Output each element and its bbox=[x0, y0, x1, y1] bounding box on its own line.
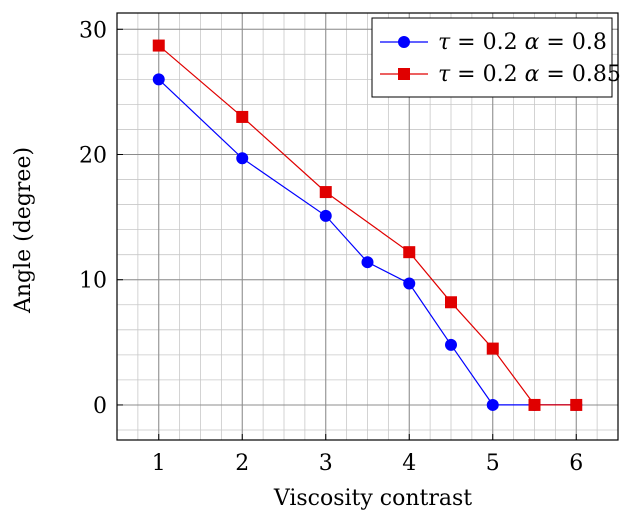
series-1-point bbox=[486, 398, 499, 411]
series-2-point bbox=[152, 39, 165, 52]
legend-eq-2a: = 0.2 bbox=[450, 62, 524, 87]
legend-tau-2: τ bbox=[438, 62, 451, 87]
series-1-point bbox=[319, 209, 332, 222]
series-2-point bbox=[570, 398, 583, 411]
series-2-point bbox=[403, 246, 416, 259]
x-tick-label: 5 bbox=[486, 451, 500, 476]
grid bbox=[116, 13, 619, 440]
legend-alpha-1: α bbox=[525, 30, 540, 55]
legend-eq-2b: = 0.85 bbox=[539, 62, 620, 87]
x-tick-label: 6 bbox=[569, 451, 583, 476]
legend-label-series-1: τ = 0.2 α = 0.8 bbox=[438, 30, 607, 55]
series-1-point bbox=[236, 152, 249, 165]
series-2-point bbox=[445, 296, 457, 309]
legend-eq-1b: = 0.8 bbox=[539, 30, 606, 55]
legend-marker-series-1 bbox=[398, 36, 410, 48]
x-tick-label: 1 bbox=[152, 451, 166, 476]
y-tick-label: 10 bbox=[79, 269, 107, 294]
legend-tau-1: τ bbox=[438, 30, 451, 55]
legend: τ = 0.2 α = 0.8 τ = 0.2 α = 0.85 bbox=[371, 17, 621, 98]
y-axis-label: Angle (degree) bbox=[11, 147, 36, 314]
series-2-point bbox=[236, 110, 249, 123]
x-tick-label: 2 bbox=[235, 451, 249, 476]
series-2-line bbox=[158, 45, 577, 406]
series-1-point bbox=[361, 256, 374, 269]
axis-ticks: 1 2 3 4 5 6 0 10 20 30 bbox=[79, 18, 583, 476]
series-2-point bbox=[319, 186, 332, 199]
series-2-point bbox=[486, 342, 499, 355]
x-tick-label: 4 bbox=[402, 451, 416, 476]
legend-box bbox=[371, 17, 613, 98]
legend-alpha-2: α bbox=[525, 62, 540, 87]
series-1-point bbox=[152, 73, 165, 86]
plot-frame bbox=[116, 12, 619, 441]
x-tick-label: 3 bbox=[319, 451, 333, 476]
legend-label-series-2: τ = 0.2 α = 0.85 bbox=[438, 62, 621, 87]
legend-eq-1a: = 0.2 bbox=[450, 30, 524, 55]
y-tick-label: 20 bbox=[79, 143, 107, 168]
x-axis-label: Viscosity contrast bbox=[273, 486, 472, 511]
series bbox=[152, 39, 583, 411]
series-2-point bbox=[528, 398, 541, 411]
legend-marker-series-2 bbox=[398, 68, 410, 80]
series-1-point bbox=[445, 338, 457, 351]
y-tick-label: 30 bbox=[79, 18, 107, 43]
series-1-point bbox=[403, 277, 416, 290]
y-tick-label: 0 bbox=[93, 394, 107, 419]
